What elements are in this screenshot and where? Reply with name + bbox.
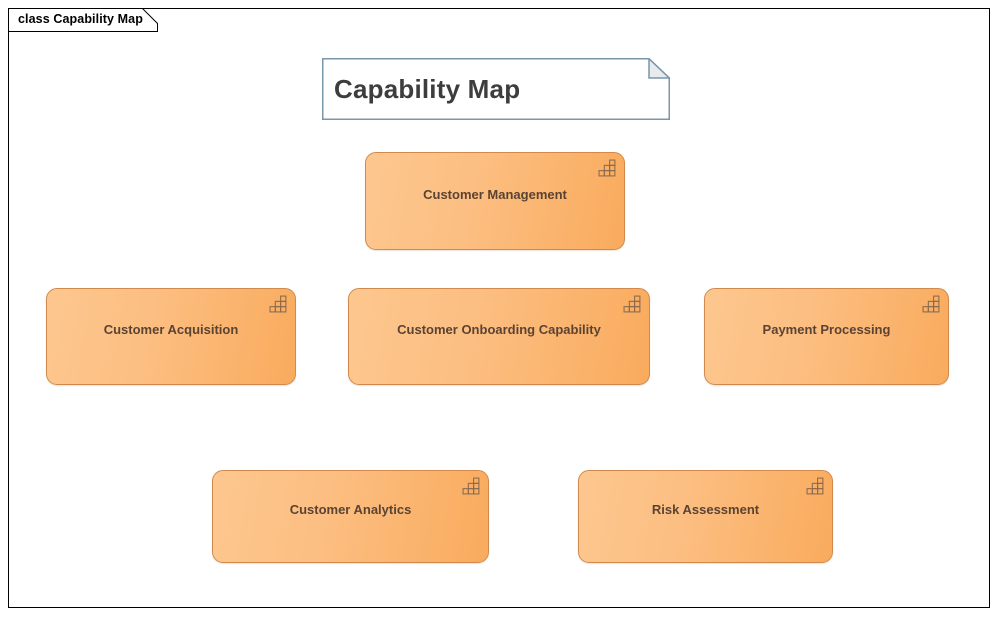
capability-label: Customer Analytics: [289, 502, 412, 517]
capability-grid-icon: [462, 477, 481, 495]
diagram-frame-tab: class Capability Map: [8, 8, 158, 32]
capability-grid-icon: [922, 295, 941, 313]
frame-tab-shape: [8, 8, 158, 32]
capability-customer-analytics[interactable]: Customer Analytics: [212, 470, 489, 563]
capability-risk-assessment[interactable]: Risk Assessment: [578, 470, 833, 563]
capability-customer-acquisition[interactable]: Customer Acquisition: [46, 288, 296, 385]
capability-label: Risk Assessment: [651, 502, 760, 517]
title-note-shape: [322, 58, 670, 120]
title-note[interactable]: Capability Map: [322, 58, 670, 120]
capability-customer-management[interactable]: Customer Management: [365, 152, 625, 250]
capability-grid-icon: [623, 295, 642, 313]
capability-payment-processing[interactable]: Payment Processing: [704, 288, 949, 385]
capability-grid-icon: [598, 159, 617, 177]
capability-label: Payment Processing: [762, 322, 891, 337]
diagram-frame-title: class Capability Map: [18, 12, 143, 26]
capability-customer-onboarding-capability[interactable]: Customer Onboarding Capability: [348, 288, 650, 385]
capability-label: Customer Management: [423, 187, 567, 202]
capability-label: Customer Onboarding Capability: [397, 322, 601, 337]
capability-grid-icon: [269, 295, 288, 313]
capability-label: Customer Acquisition: [103, 322, 239, 337]
capability-grid-icon: [806, 477, 825, 495]
title-note-text: Capability Map: [334, 74, 521, 104]
